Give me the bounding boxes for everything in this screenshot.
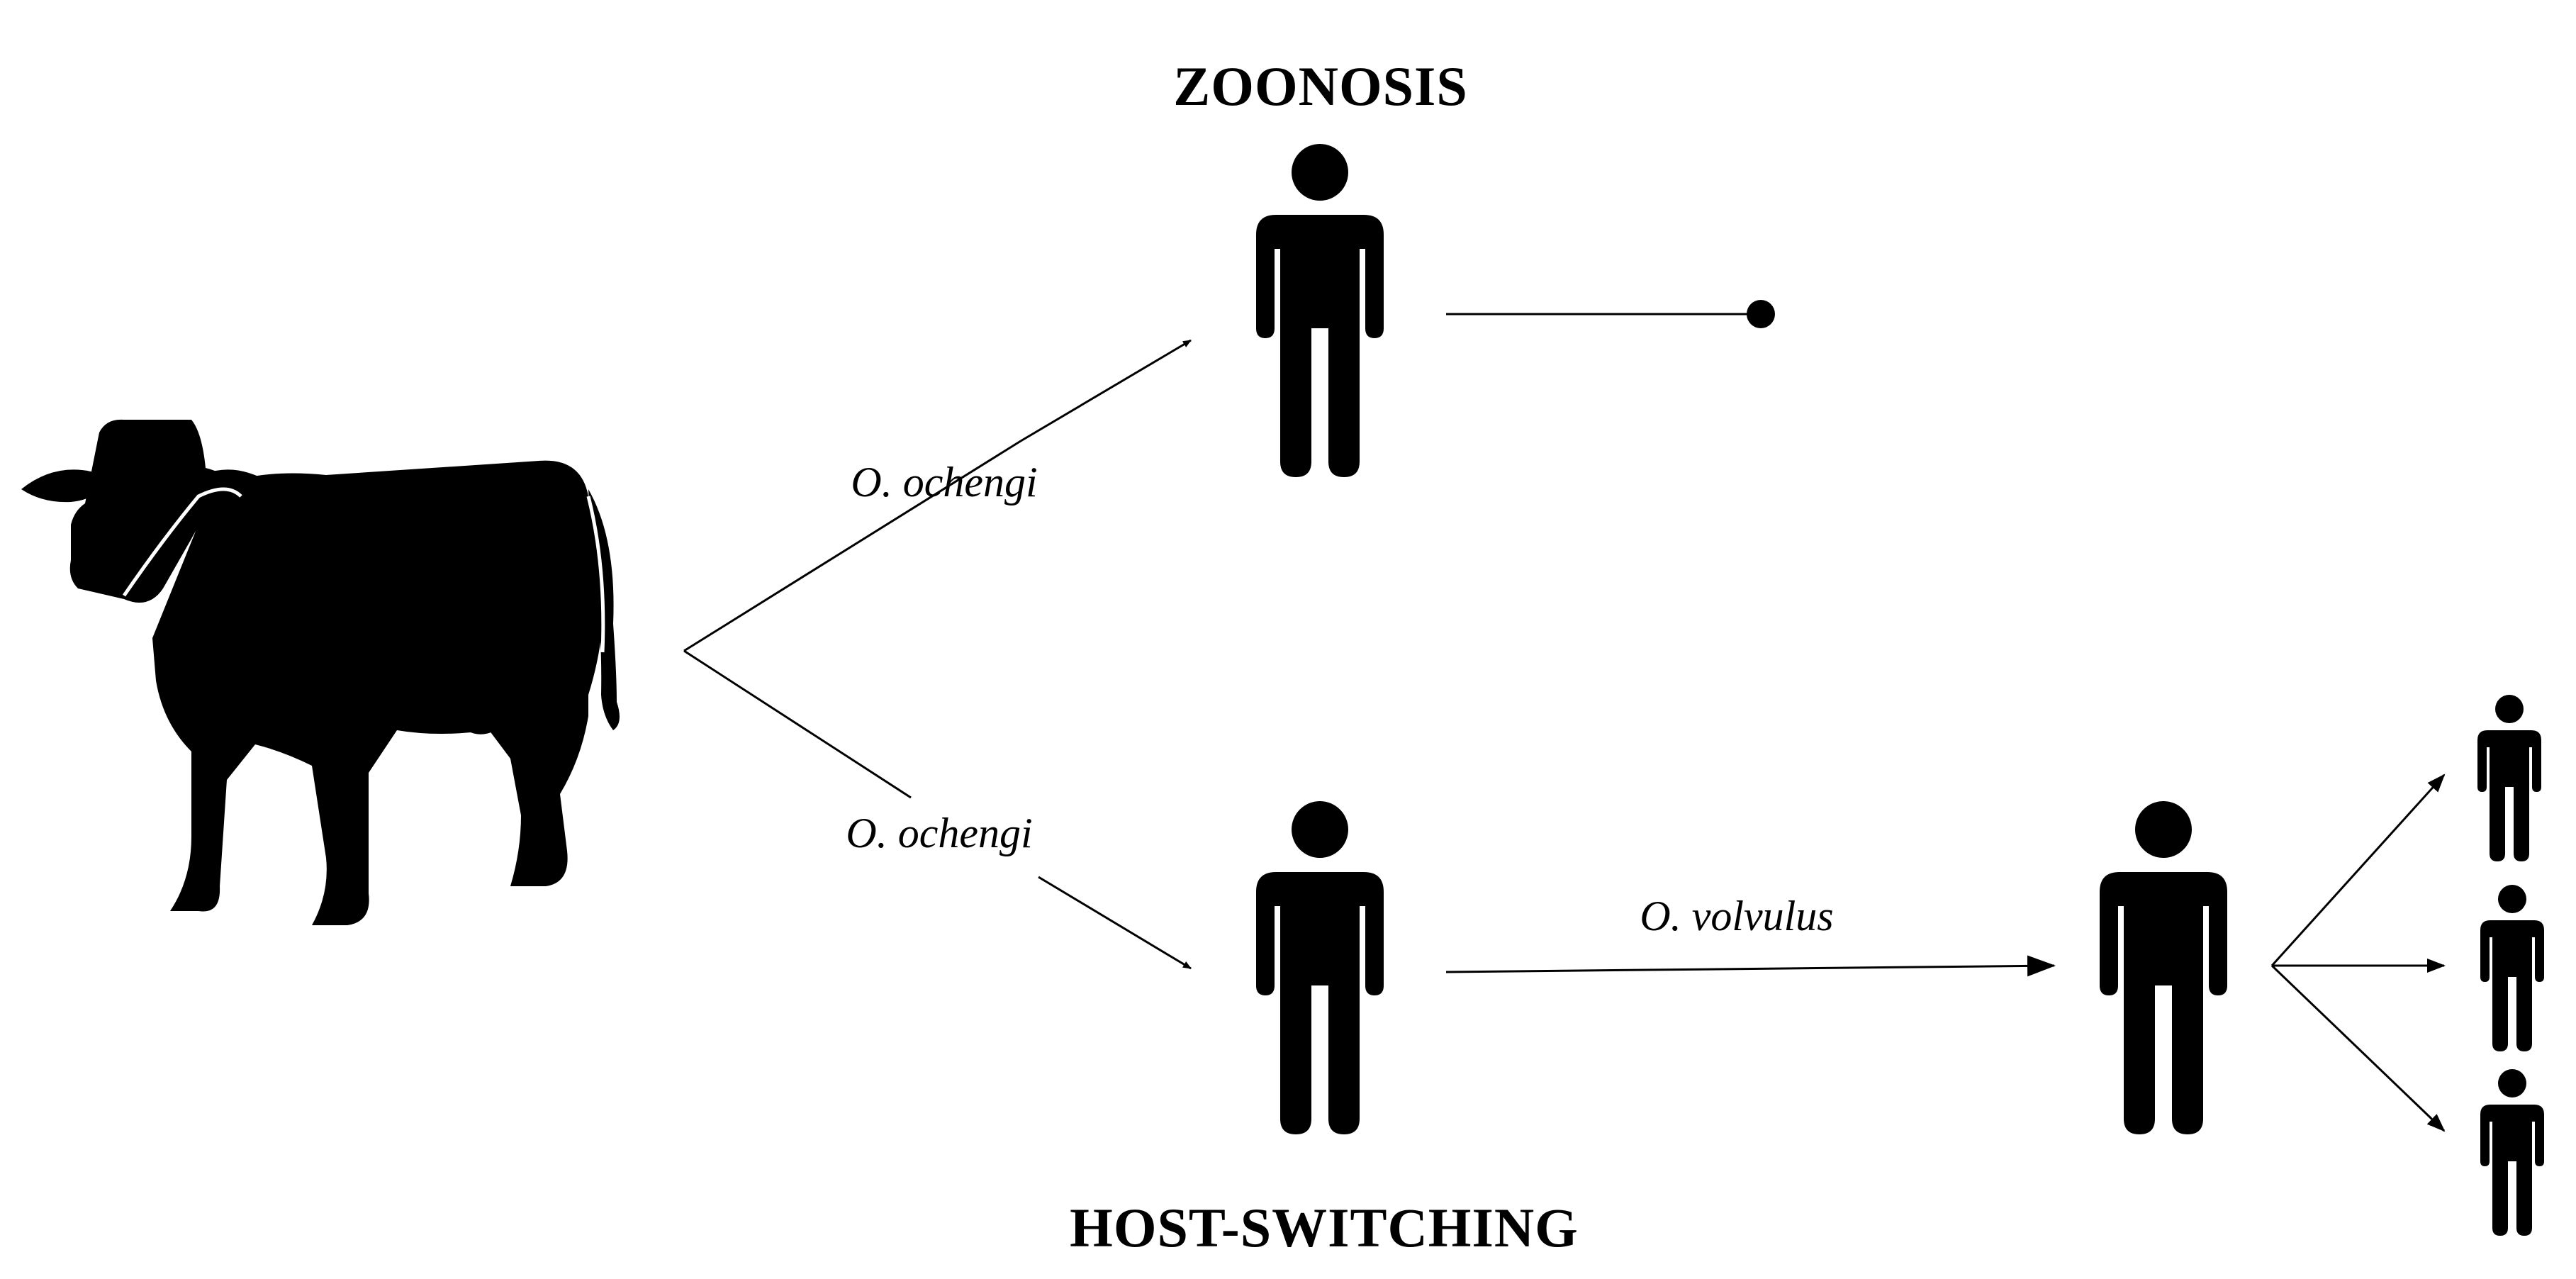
lower-edge-label: O. ochengi [846, 810, 1032, 856]
zoonosis-title: ZOONOSIS [1173, 55, 1467, 117]
secondary-person-icon-2 [2480, 885, 2544, 1051]
transmission-edge-label: O. volvulus [1640, 893, 1833, 939]
lower-branch-arrow [1038, 876, 1192, 970]
cow-outline-detail [122, 487, 605, 653]
lower-branch-line [683, 649, 912, 799]
host-switching-person-icon [1256, 801, 1384, 1134]
upper-edge-label: O. ochengi [851, 459, 1037, 506]
dead-end-dot-icon [1747, 300, 1775, 328]
secondary-person-icon-3 [2480, 1069, 2544, 1236]
host-switching-title: HOST-SWITCHING [1070, 1197, 1579, 1258]
zoonosis-person-icon [1256, 144, 1384, 477]
secondary-person-icon-1 [2477, 695, 2541, 861]
upper-branch-line [683, 440, 1021, 652]
cow-icon [21, 419, 620, 925]
transmission-arrow [1445, 955, 2056, 977]
infected-person-icon [2100, 801, 2227, 1134]
spread-arrow-lower [2270, 964, 2446, 1132]
upper-branch-arrow [1020, 339, 1192, 442]
spread-arrow-upper [2270, 773, 2446, 967]
